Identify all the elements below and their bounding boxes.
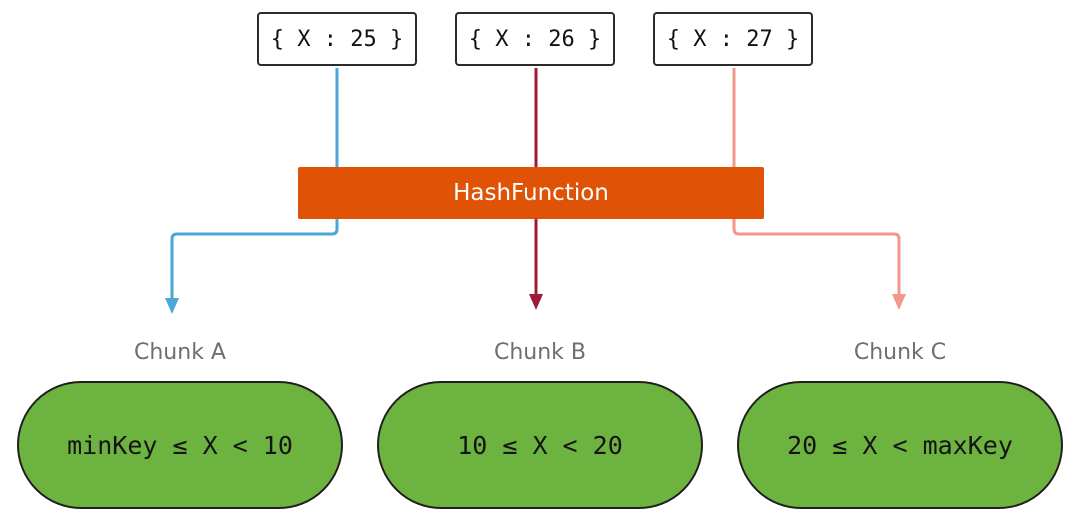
chunk-range-pill: 10 ≤ X < 20 — [377, 381, 703, 509]
chunk-range-pill: minKey ≤ X < 10 — [17, 381, 343, 509]
arrowhead-doc-25 — [165, 298, 179, 314]
chunk-title: Chunk C — [853, 340, 947, 365]
document-box: { X : 27 } — [653, 12, 813, 66]
document-box: { X : 26 } — [455, 12, 615, 66]
document-box: { X : 25 } — [257, 12, 417, 66]
hash-function-bar: HashFunction — [298, 167, 764, 219]
arrowhead-doc-26 — [529, 294, 543, 310]
connector-doc-27 — [732, 68, 901, 296]
arrowhead-doc-27 — [892, 294, 906, 310]
chunk-title: Chunk B — [493, 340, 587, 365]
chunk-range-pill: 20 ≤ X < maxKey — [737, 381, 1063, 509]
connector-doc-25 — [170, 68, 339, 300]
chunk-title: Chunk A — [134, 340, 226, 365]
